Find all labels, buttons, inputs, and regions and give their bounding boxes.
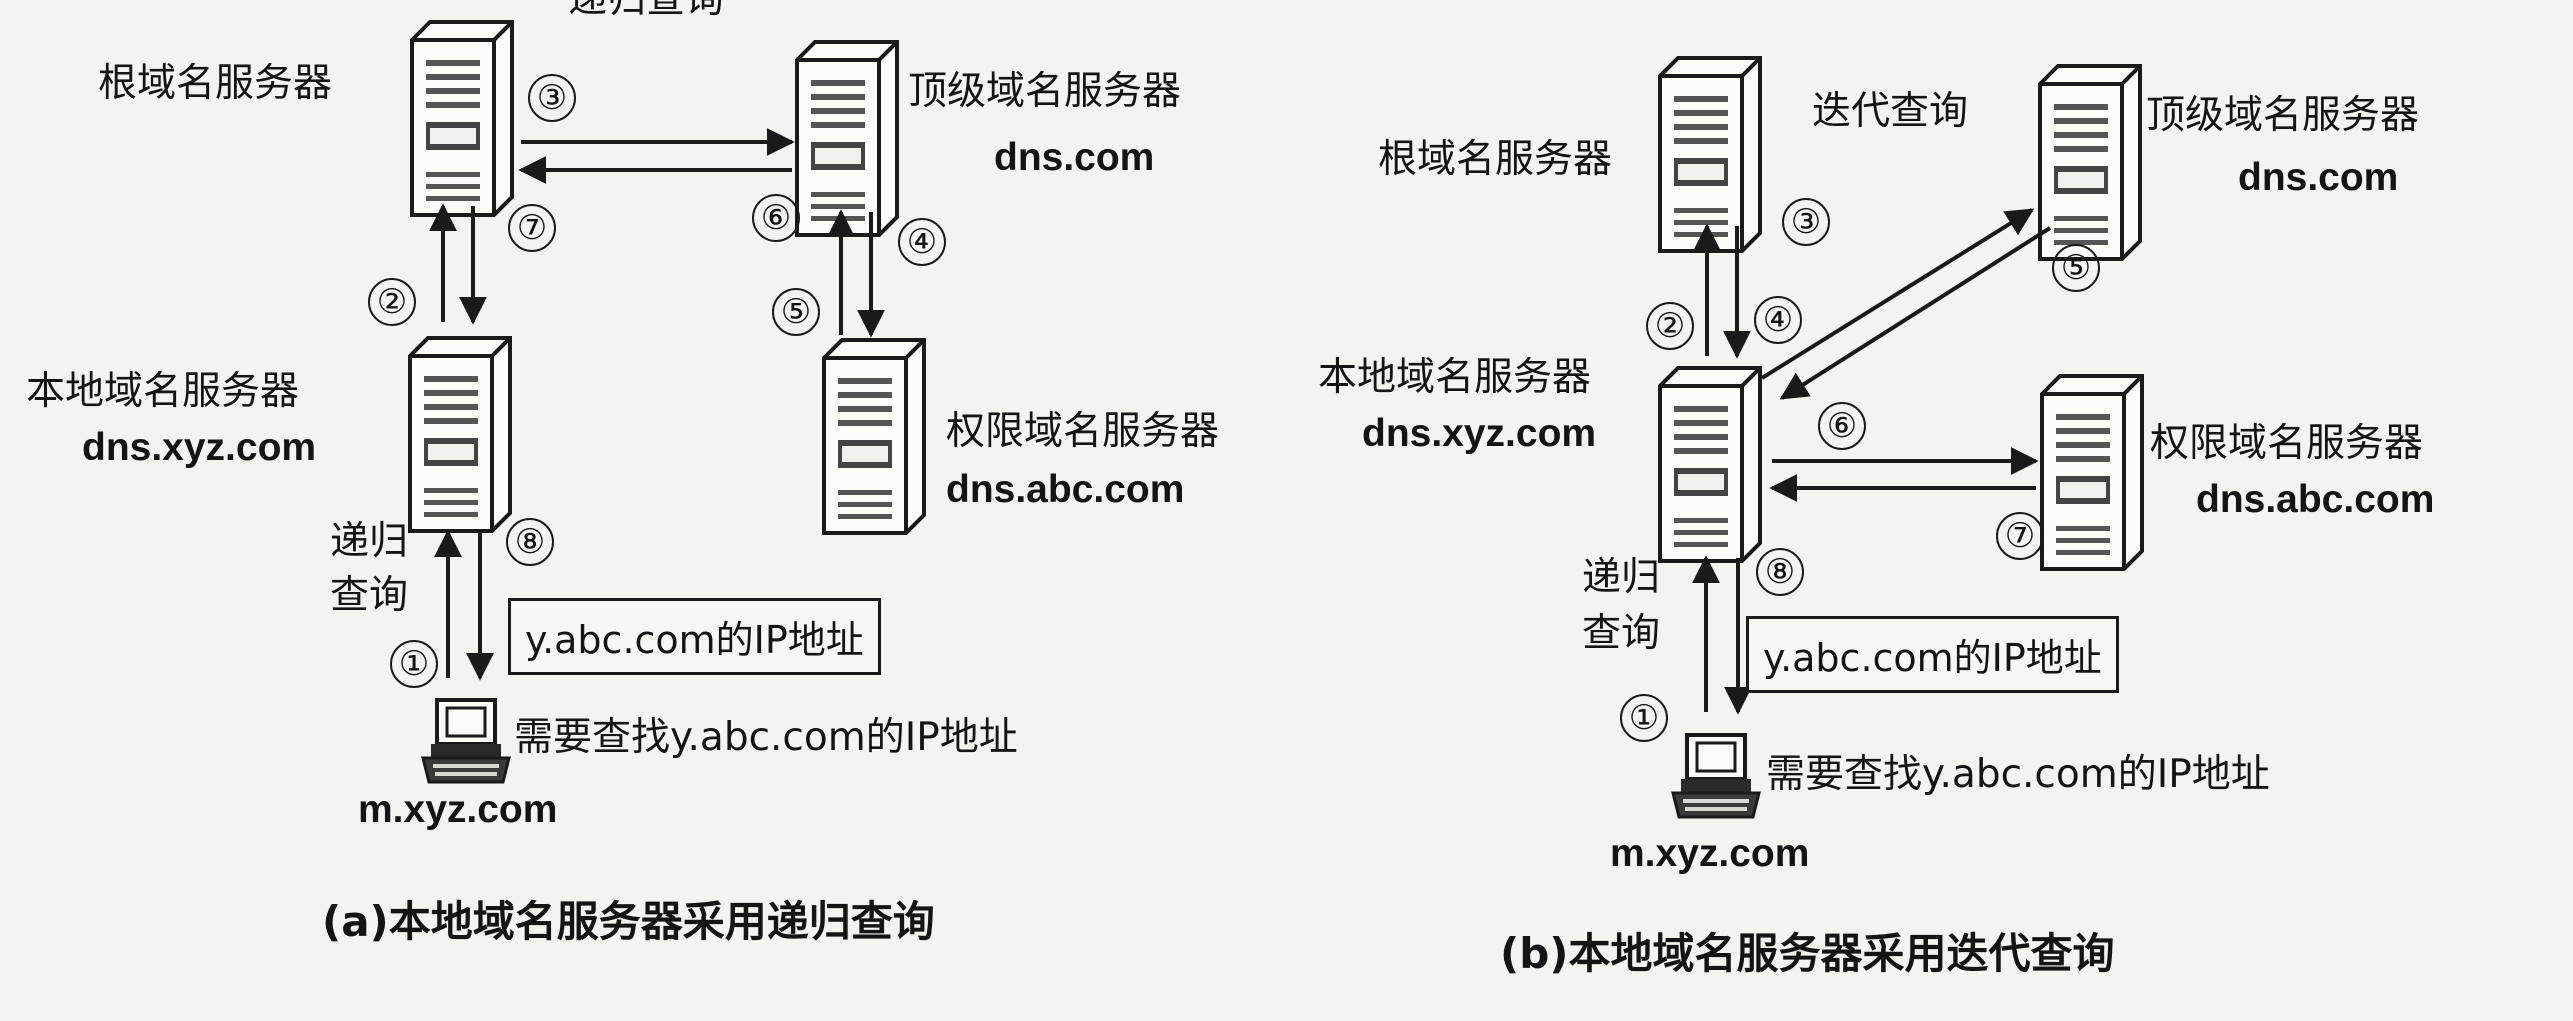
step-6-marker: ⑥ (1818, 402, 1866, 450)
arrow-step-5-query (1760, 208, 2035, 380)
arrow-step-5-reply (1779, 226, 2052, 400)
step-7-marker: ⑦ (1996, 512, 2044, 560)
root-server-icon (410, 20, 514, 217)
step-7-marker: ⑦ (508, 204, 556, 252)
auth-host-label: dns.abc.com (946, 468, 1185, 511)
root-server-label: 根域名服务器 (98, 61, 333, 106)
recursive-query-label: 递归查询 (568, 0, 724, 19)
caption-b: (b)本地域名服务器采用迭代查询 (1500, 929, 2115, 978)
step-4-marker: ④ (1754, 296, 1802, 344)
root-server-label: 根域名服务器 (1378, 137, 1613, 182)
tld-server-icon (2038, 64, 2142, 261)
client-request-label: 需要查找y.abc.com的IP地址 (1766, 752, 2270, 797)
step-5-marker: ⑤ (772, 288, 820, 336)
local-server-label: 本地域名服务器 (1318, 355, 1592, 400)
auth-server-icon (2040, 374, 2144, 571)
step-5-marker: ⑤ (2052, 244, 2100, 292)
tld-host-label: dns.com (2238, 156, 2399, 199)
client-computer-icon (1671, 733, 1761, 819)
client-host-label: m.xyz.com (358, 788, 558, 831)
root-server-icon (1658, 56, 1762, 253)
step-3-marker: ③ (1782, 198, 1830, 246)
auth-host-label: dns.abc.com (2196, 478, 2435, 521)
caption-a: (a)本地域名服务器采用递归查询 (322, 897, 935, 946)
client-query-label-1: 递归 (330, 519, 409, 564)
client-computer-icon (421, 698, 511, 784)
tld-host-label: dns.com (994, 136, 1155, 179)
local-host-label: dns.xyz.com (1362, 412, 1597, 455)
client-query-label-2: 查询 (330, 573, 409, 618)
ip-answer-box: y.abc.com的IP地址 (1746, 616, 2119, 693)
step-8-marker: ⑧ (1756, 548, 1804, 596)
local-server-icon (1658, 366, 1762, 563)
tld-server-label: 顶级域名服务器 (2146, 93, 2420, 138)
step-2-marker: ② (1646, 302, 1694, 350)
ip-answer-box: y.abc.com的IP地址 (508, 598, 881, 675)
client-query-label-1: 递归 (1582, 555, 1661, 600)
step-1-marker: ① (1620, 694, 1668, 742)
tld-server-icon (795, 40, 899, 237)
auth-server-icon (822, 338, 926, 535)
client-request-label: 需要查找y.abc.com的IP地址 (514, 715, 1018, 760)
local-host-label: dns.xyz.com (82, 426, 317, 469)
client-host-label: m.xyz.com (1610, 832, 1810, 875)
step-2-marker: ② (368, 278, 416, 326)
auth-server-label: 权限域名服务器 (946, 409, 1220, 454)
step-1-marker: ① (390, 640, 438, 688)
local-server-icon (408, 336, 512, 533)
local-server-label: 本地域名服务器 (26, 369, 300, 414)
iterative-query-label: 迭代查询 (1812, 89, 1969, 134)
step-6-marker: ⑥ (752, 194, 800, 242)
tld-server-label: 顶级域名服务器 (908, 69, 1182, 114)
auth-server-label: 权限域名服务器 (2150, 421, 2424, 466)
step-4-marker: ④ (898, 218, 946, 266)
client-query-label-2: 查询 (1582, 611, 1661, 656)
step-8-marker: ⑧ (506, 518, 554, 566)
step-3-marker: ③ (528, 74, 576, 122)
